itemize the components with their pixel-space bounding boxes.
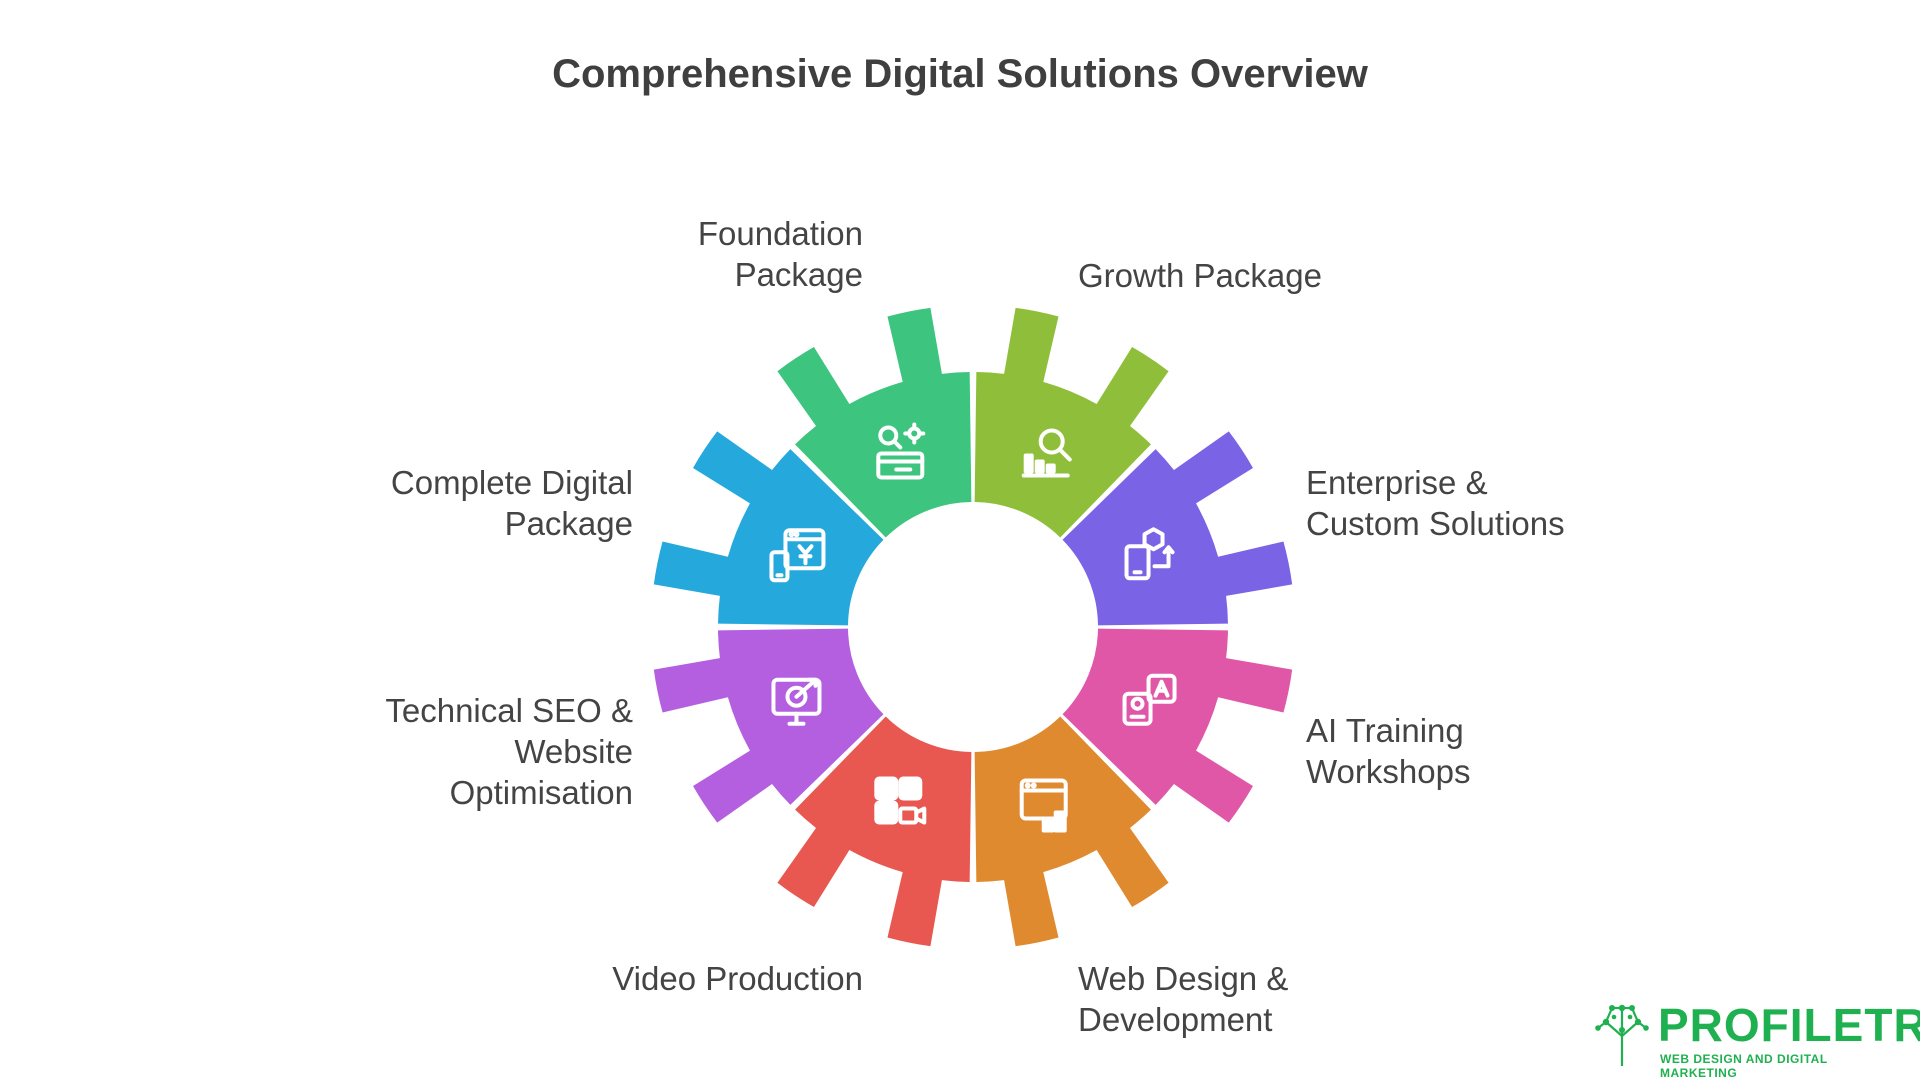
devices-yen-icon	[769, 528, 826, 583]
grid-video-camera-icon	[874, 776, 927, 825]
profiletree-logo: PROFILETREE WEB DESIGN AND DIGITAL MARKE…	[1592, 1000, 1920, 1080]
segment-enterprise	[1062, 431, 1293, 626]
device-cube-sync-icon	[1124, 527, 1175, 581]
diagram-title: Comprehensive Digital Solutions Overview	[552, 52, 1368, 96]
monitor-target-icon	[771, 677, 822, 726]
logo-name: PROFILETREE	[1658, 999, 1920, 1051]
person-letter-a-icon	[1122, 673, 1177, 726]
label-enterprise: Enterprise & Custom Solutions	[1306, 464, 1565, 542]
segment-seo	[653, 628, 884, 823]
browser-blocks-icon	[1019, 778, 1068, 833]
segment-video	[777, 716, 972, 947]
label-seo: Technical SEO & Website Optimisation	[385, 692, 633, 811]
label-ai-training: AI Training Workshops	[1306, 712, 1471, 790]
label-growth: Growth Package	[1078, 257, 1322, 294]
label-video: Video Production	[612, 960, 863, 997]
tree-logo-icon	[1595, 1004, 1649, 1066]
segment-ai	[1062, 628, 1293, 823]
label-complete: Complete Digital Package	[390, 464, 633, 542]
gear-center	[849, 503, 1097, 751]
segment-foundation	[777, 307, 972, 538]
segment-webdesign	[974, 716, 1169, 947]
chart-magnifier-icon	[1021, 428, 1072, 478]
logo-tagline: WEB DESIGN AND DIGITAL MARKETING	[1660, 1052, 1828, 1080]
search-gear-card-icon	[876, 422, 926, 480]
segment-growth	[974, 307, 1169, 538]
label-web-design: Web Design & Development	[1078, 960, 1289, 1038]
label-foundation: Foundation Package	[697, 215, 863, 293]
segment-complete	[653, 431, 884, 626]
